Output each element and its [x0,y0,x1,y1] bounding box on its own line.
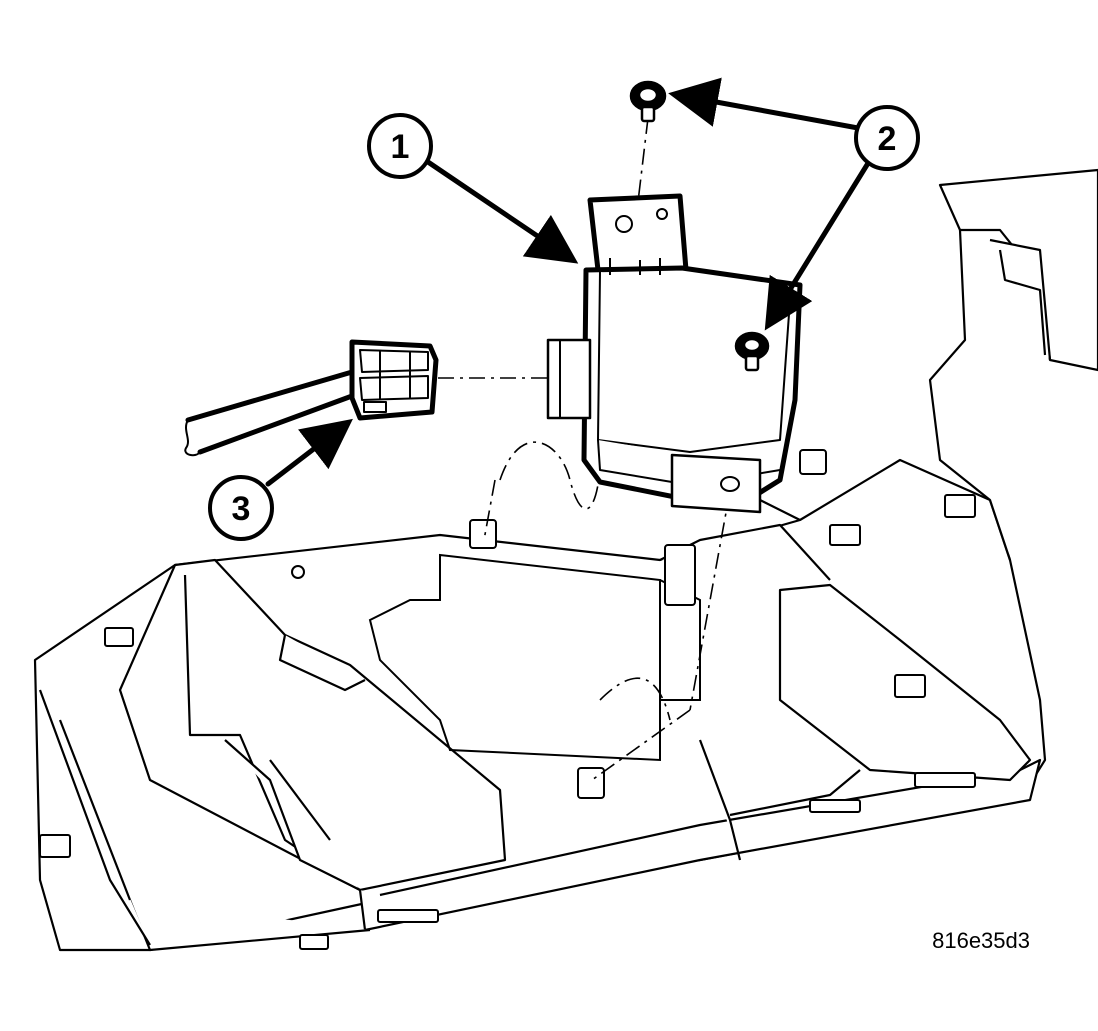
callout-1-label: 1 [391,128,410,166]
harness-wires [185,369,355,455]
callout-3: 3 [208,475,274,541]
callout-leaders [265,77,873,487]
instrument-panel-base [33,168,1098,952]
wire-break-line [184,419,201,457]
control-module [546,193,803,514]
screw-lower [734,331,770,372]
locator-pins [469,449,827,799]
callout-3-label: 3 [232,490,251,528]
callout-2-label: 2 [878,120,897,158]
callout-2: 2 [854,105,920,171]
figure-id-label: 816e35d3 [932,928,1030,953]
screw-upper [629,80,667,123]
panel-clips [39,494,976,950]
wire-harness-connector [349,339,439,421]
callout-1: 1 [367,113,433,179]
